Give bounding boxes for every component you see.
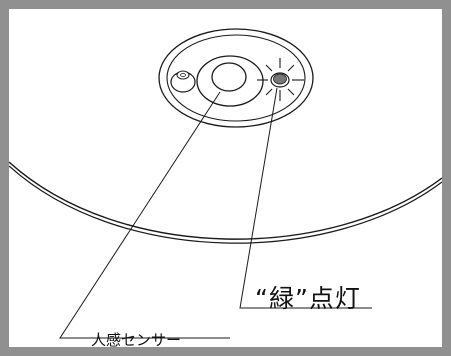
indicator-label: “緑”点灯 — [255, 284, 361, 313]
small-button-icon — [170, 70, 196, 93]
unit-outline-inner — [9, 165, 442, 244]
indicator-led-icon — [257, 58, 304, 101]
sensor-lens — [211, 62, 247, 92]
indicator-leader-line — [239, 87, 372, 309]
sensor-leader-line — [59, 91, 230, 339]
sensor-label: 人感センサー — [91, 331, 182, 349]
unit-outline — [9, 161, 442, 240]
module-inner-ring — [166, 34, 306, 122]
